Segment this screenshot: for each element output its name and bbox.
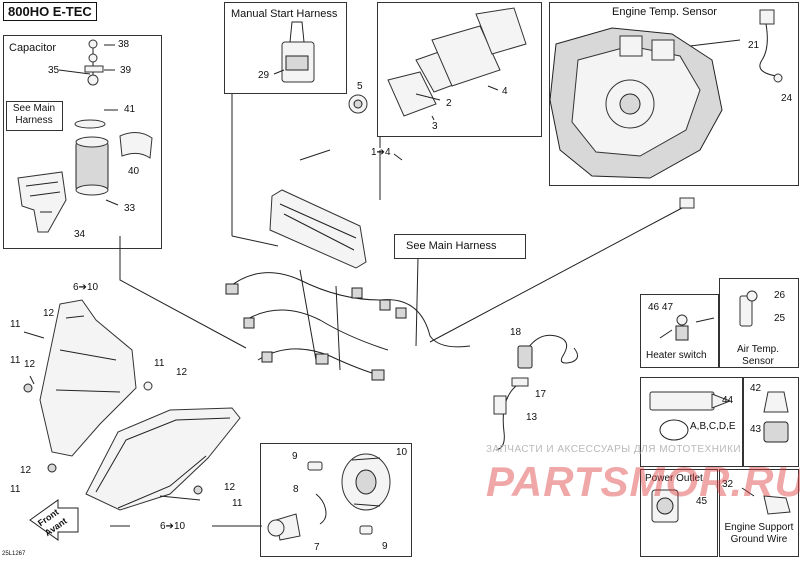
callout-12-a: 12 (43, 308, 55, 319)
callout-4: 4 (502, 86, 508, 97)
callout-8: 8 (293, 484, 299, 495)
callout-11-a: 11 (10, 319, 21, 330)
engine-box (549, 2, 799, 186)
see-main-harness-center-label: See Main Harness (406, 240, 497, 252)
callout-46-47: 46 47 (648, 302, 674, 313)
callout-11-e: 11 (232, 498, 243, 509)
watermark-brand: PARTSMOR.RU (486, 458, 800, 505)
see-main-harness-left-label: See Main Harness (12, 103, 56, 126)
engine-support-label: Engine Support Ground Wire (724, 522, 794, 545)
callout-43: 43 (750, 424, 762, 435)
callout-38: 38 (118, 39, 130, 50)
main-harness (225, 150, 695, 381)
air-temp-box (719, 278, 799, 368)
callout-34: 34 (74, 229, 86, 240)
callout-44: 44 (722, 395, 734, 406)
power-outlet-box (640, 469, 718, 557)
callout-42: 42 (750, 383, 762, 394)
manual-start-parts (273, 21, 315, 83)
air-temp-label: Air Temp. Sensor (736, 344, 780, 367)
callout-33: 33 (124, 203, 136, 214)
capacitor-parts (17, 39, 153, 233)
power-outlet-label: Power Outlet (645, 473, 703, 484)
manual-start-box (224, 2, 347, 94)
heater-switch-label: Heater switch (646, 350, 707, 361)
engine-drawing (549, 9, 783, 179)
callout-6-10-bottom: 6➔10 (160, 521, 186, 532)
manual-start-label: Manual Start Harness (231, 8, 338, 20)
front-arrow-graphic (29, 499, 79, 541)
callout-26: 26 (774, 290, 786, 301)
callout-5: 5 (357, 81, 363, 92)
leader-lines (110, 93, 419, 527)
callout-13: 13 (526, 412, 538, 423)
callout-7: 7 (314, 542, 320, 553)
callout-12-e: 12 (224, 482, 236, 493)
hardware-box-a (640, 377, 743, 467)
callout-2: 2 (446, 98, 452, 109)
bulb-detail-box (260, 443, 412, 557)
callout-12-d: 12 (20, 465, 32, 476)
callout-24: 24 (781, 93, 793, 104)
callout-40: 40 (128, 166, 140, 177)
see-main-harness-left-box (6, 101, 63, 131)
side-parts (649, 290, 791, 523)
callout-10: 10 (396, 447, 408, 458)
callout-3: 3 (432, 121, 438, 132)
bulb-parts (267, 453, 391, 541)
headlight-drawing (23, 299, 241, 511)
see-main-harness-center-box (394, 234, 526, 259)
callout-12-b: 12 (24, 359, 36, 370)
callout-21: 21 (748, 40, 760, 51)
callout-12-c: 12 (176, 367, 188, 378)
engine-temp-label: Engine Temp. Sensor (612, 6, 717, 18)
callout-11-b: 11 (10, 355, 21, 366)
callout-9-top: 9 (292, 451, 298, 462)
callout-17: 17 (535, 389, 547, 400)
engine-support-box (719, 469, 799, 557)
gauge-box (377, 2, 542, 137)
callout-29: 29 (258, 70, 270, 81)
callout-6-10-top: 6➔10 (73, 282, 99, 293)
watermark-tagline: ЗАПЧАСТИ И АКСЕССУАРЫ ДЛЯ МОТОТЕХНИКИ (486, 444, 742, 455)
callout-45: 45 (696, 496, 708, 507)
hardware-box-b (743, 377, 799, 467)
capacitor-label: Capacitor (9, 42, 57, 54)
coiled-cable (493, 334, 578, 451)
model-title: 800HO E-TEC (3, 2, 97, 21)
callout-18: 18 (510, 327, 522, 338)
heater-switch-box (640, 294, 719, 368)
callout-11-c: 11 (154, 358, 165, 369)
callout-abcde: A,B,C,D,E (690, 421, 736, 432)
callout-39: 39 (120, 65, 132, 76)
callout-11-d: 11 (10, 484, 21, 495)
callout-32: 32 (722, 479, 734, 490)
callout-25: 25 (774, 313, 786, 324)
callout-41: 41 (124, 104, 136, 115)
gauge-parts (348, 7, 527, 121)
callout-9-bottom: 9 (382, 541, 388, 552)
capacitor-box (3, 35, 162, 249)
diagram-ref-code: 25L1267 (2, 551, 26, 557)
callout-35: 35 (48, 65, 60, 76)
callout-1-4: 1➔4 (371, 147, 391, 158)
